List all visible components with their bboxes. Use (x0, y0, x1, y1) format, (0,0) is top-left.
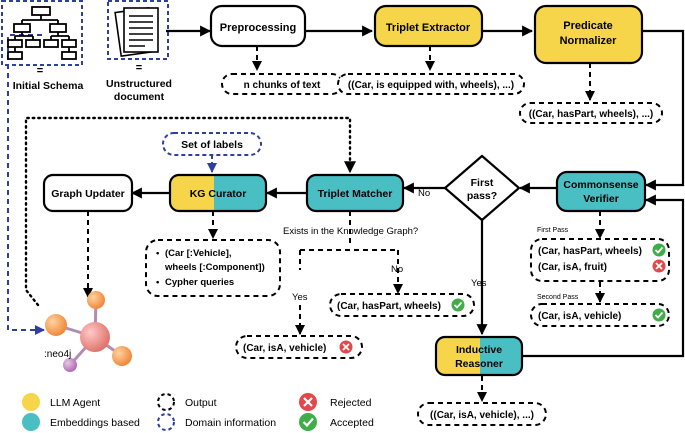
graph-updater-box: Graph Updater (42, 173, 134, 213)
check-icon (451, 298, 465, 312)
matcher-reject-text: (Car, isA, vehicle) (243, 343, 326, 354)
first-pass-label: First Pass (537, 227, 569, 234)
edge-label-exists-yes: Yes (292, 292, 308, 303)
predicate-normalizer-box: Predicate Normalizer (533, 4, 644, 65)
second-pass-label: Second Pass (537, 294, 579, 301)
neo4j-logo: :neo4j (44, 291, 132, 372)
unstructured-label-1: Unstructured (106, 78, 172, 90)
arrow-normalizer-to-verifier (642, 29, 685, 191)
matcher-match-text: (Car, hasPart, wheels) (337, 301, 441, 312)
extracted-text: ((Car, is equipped with, wheels), ...) (348, 80, 514, 91)
kg-curator-box: KG Curator (168, 173, 268, 213)
kg-curator-label: KG Curator (190, 188, 247, 200)
legend-domain-swatch (157, 413, 175, 431)
curator-item-3: Cypher queries (165, 277, 234, 288)
check-icon (652, 308, 666, 322)
dotted-neo4j-to-matcher (24, 116, 356, 307)
normalized-text: ((Car, hasPart, wheels), ...) (529, 109, 653, 120)
triplet-extractor-box: Triplet Extractor (373, 4, 484, 48)
neo4j-text: :neo4j (44, 349, 71, 360)
inductive-reasoner-box: Inductive Reasoner (434, 335, 524, 377)
documents-icon (114, 6, 159, 58)
curator-item-2: wheels [:Component]) (164, 262, 265, 273)
output-curator: • (Car [:Vehicle], wheels [:Component]) … (145, 239, 281, 297)
triplet-matcher-box: Triplet Matcher (305, 173, 405, 213)
cross-icon (652, 259, 666, 273)
output-verifier-first: (Car, hasPart, wheels) (Car, isA, fruit) (530, 238, 670, 282)
legend-output: Output (185, 397, 217, 409)
dashed-connectors (83, 46, 605, 402)
triplet-extractor-label: Triplet Extractor (386, 22, 471, 34)
reasoner-label: Reasoner (455, 358, 503, 370)
check-icon (299, 413, 317, 431)
pass-label: pass? (467, 190, 497, 202)
verifier-first-2: (Car, isA, fruit) (538, 262, 607, 273)
output-chunks: n chunks of text (221, 73, 343, 95)
first-label: First (471, 177, 494, 189)
cross-icon (299, 393, 317, 411)
connectors (130, 25, 685, 358)
initial-schema: = Initial Schema (1, 0, 84, 92)
legend-llm-swatch (22, 393, 40, 411)
legend-rejected: Rejected (330, 397, 372, 409)
check-icon (652, 243, 666, 257)
svg-text:•: • (156, 277, 160, 288)
set-of-labels-box: Set of labels (162, 132, 262, 156)
legend-output-swatch (157, 393, 175, 411)
normalizer-label: Normalizer (560, 35, 618, 47)
svg-text:•: • (156, 248, 160, 259)
unstructured-document: = Unstructured document (106, 0, 172, 103)
output-normalized: ((Car, hasPart, wheels), ...) (519, 102, 663, 124)
preprocessing-label: Preprocessing (220, 22, 296, 34)
legend-embed-swatch (22, 413, 40, 431)
inductive-label: Inductive (456, 344, 502, 356)
output-matcher-match: (Car, hasPart, wheels) (329, 293, 475, 317)
edge-label-yes: Yes (471, 278, 487, 289)
output-verifier-second: (Car, isA, vehicle) (530, 303, 670, 327)
preprocessing-box: Preprocessing (209, 4, 307, 48)
verifier-second-text: (Car, isA, vehicle) (538, 311, 621, 322)
edge-label-exists-no: No (391, 264, 403, 275)
initial-schema-label: Initial Schema (13, 80, 84, 92)
first-pass-decision: First pass? (443, 154, 521, 222)
svg-text:=: = (37, 65, 43, 77)
arrow-inductive-to-verifier (522, 194, 685, 358)
output-matcher-reject: (Car, isA, vehicle) (235, 335, 363, 359)
verifier-first-1: (Car, hasPart, wheels) (538, 246, 642, 257)
chunks-text: n chunks of text (244, 80, 321, 91)
output-inductive: ((Car, isA, vehicle), ...) (417, 402, 547, 426)
output-extracted: ((Car, is equipped with, wheels), ...) (337, 73, 525, 95)
legend-embeddings: Embeddings based (50, 417, 140, 429)
set-of-labels-label: Set of labels (181, 139, 243, 151)
curator-item-1: (Car [:Vehicle], (165, 248, 232, 259)
legend-domain: Domain information (185, 417, 276, 429)
legend-llm-agent: LLM Agent (50, 397, 100, 409)
inductive-output-text: ((Car, isA, vehicle), ...) (430, 410, 534, 421)
cross-icon (339, 340, 353, 354)
edge-label-no: No (418, 188, 430, 199)
commonsense-label: Commonsense (563, 179, 638, 191)
predicate-label: Predicate (563, 20, 613, 32)
legend-accepted: Accepted (330, 417, 374, 429)
domain-arrow-schema-to-neo4j (7, 34, 45, 335)
exists-question-label: Exists in the Knowledge Graph? (283, 226, 418, 237)
verifier-label: Verifier (583, 193, 619, 205)
graph-updater-label: Graph Updater (51, 188, 125, 200)
tree-schema-icon (7, 6, 77, 60)
svg-text:=: = (136, 62, 142, 74)
legend: LLM Agent Embeddings based Output Domain… (22, 393, 374, 431)
unstructured-label-2: document (114, 91, 165, 103)
triplet-matcher-label: Triplet Matcher (318, 188, 393, 200)
commonsense-verifier-box: Commonsense Verifier (555, 170, 647, 213)
